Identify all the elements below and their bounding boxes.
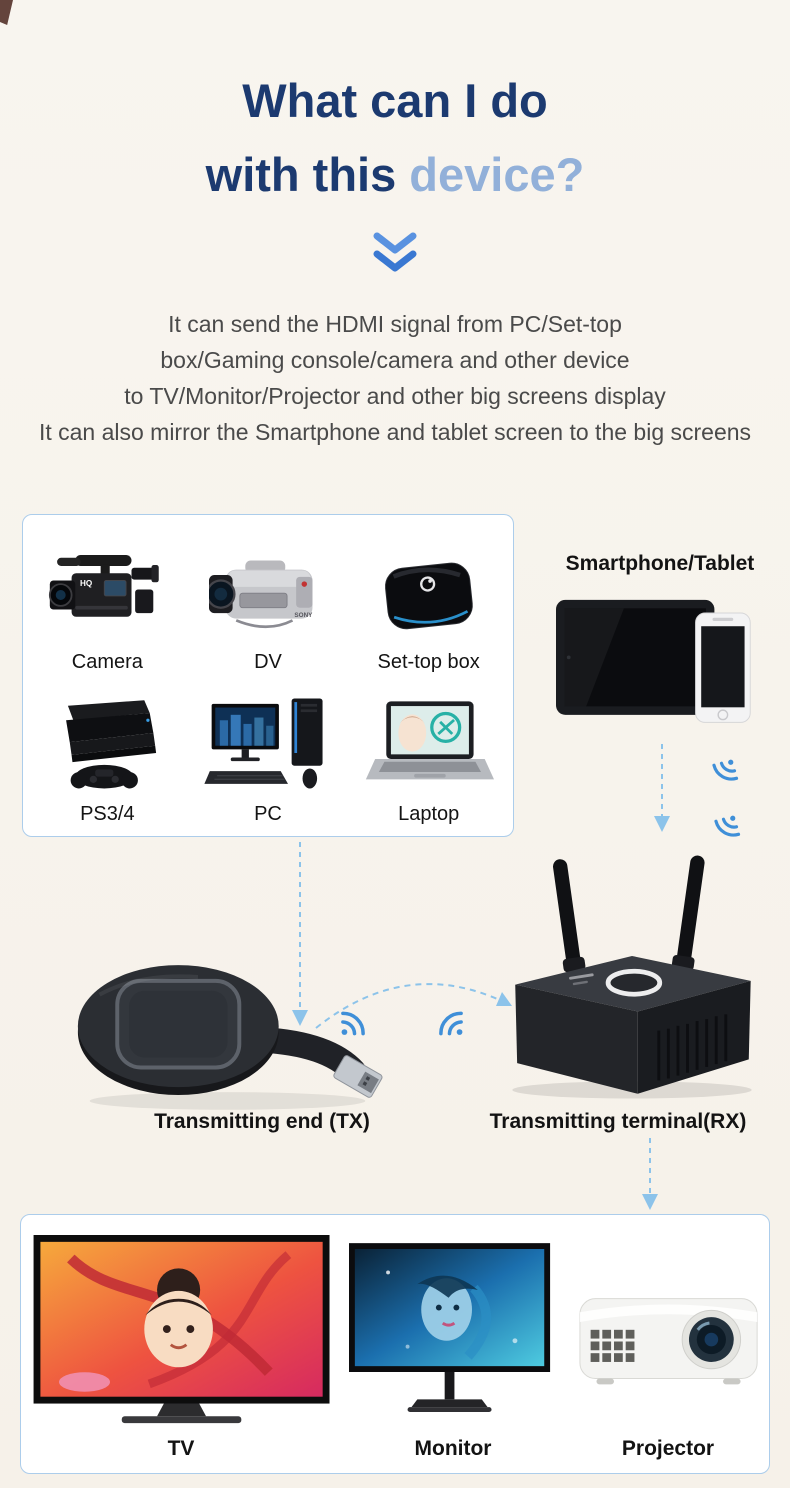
source-item-dv: SONY DV (188, 529, 349, 674)
title-line2-accent: device? (409, 148, 585, 201)
source-item-console: PS3/4 (27, 682, 188, 827)
tx-dongle-icon (70, 955, 385, 1118)
camera-badge: HQ (80, 578, 92, 587)
description-line: It can send the HDMI signal from PC/Set-… (168, 311, 622, 337)
source-item-label: Camera (71, 650, 143, 673)
output-item-label: Monitor (414, 1437, 492, 1460)
title-line-2: with this device? (206, 148, 585, 201)
rx-box-icon (498, 852, 766, 1107)
source-item-label: Laptop (398, 803, 460, 825)
source-item-settop: Set-top box (348, 529, 509, 674)
output-devices-panel: TV Monitor Projector (20, 1214, 770, 1474)
output-item-label: TV (167, 1437, 195, 1460)
rx-label: Transmitting terminal(RX) (489, 1110, 747, 1133)
corner-mark (0, 0, 13, 25)
wifi-icon (419, 992, 485, 1058)
page-title: What can I do with this device? (0, 64, 790, 212)
wifi-icon (319, 992, 385, 1058)
game-console-icon (47, 693, 167, 798)
source-item-label: PC (254, 803, 282, 825)
desktop-pc-icon (204, 693, 332, 798)
projector-icon (577, 1283, 762, 1405)
title-line-1: What can I do (242, 74, 548, 127)
description-line: It can also mirror the Smartphone and ta… (38, 419, 752, 445)
laptop-icon (364, 699, 494, 798)
source-devices-panel: HQ Camera SONY (22, 514, 514, 837)
arrow-tx-to-rx (306, 950, 521, 1055)
tv-icon (31, 1235, 336, 1436)
output-item-label: Projector (621, 1437, 715, 1460)
wifi-icon (699, 797, 756, 856)
monitor-icon (349, 1243, 554, 1424)
set-top-box-icon (373, 549, 485, 646)
source-item-label: PS3/4 (80, 803, 135, 825)
source-item-laptop: Laptop (348, 682, 509, 827)
source-item-label: DV (254, 650, 282, 673)
handheld-camcorder-icon: SONY (206, 549, 327, 646)
pro-camcorder-icon: HQ (48, 549, 166, 646)
arrow-tablet-to-rx (649, 744, 675, 841)
arrow-rx-to-outputs (637, 1138, 663, 1219)
title-line2-prefix: with this (205, 148, 410, 201)
arrow-sources-to-tx (287, 842, 313, 1037)
description-line: to TV/Monitor/Projector and other big sc… (124, 383, 666, 409)
dv-badge: SONY (294, 611, 313, 618)
smartphone-tablet-label: Smartphone/Tablet (565, 552, 755, 575)
tx-label: Transmitting end (TX) (154, 1110, 370, 1133)
double-chevron-down-icon (369, 230, 421, 281)
description-line: box/Gaming console/camera and other devi… (160, 347, 630, 373)
wifi-icon (697, 741, 754, 800)
source-item-label: Set-top box (377, 650, 480, 673)
source-item-pc: PC (188, 682, 349, 827)
description: It can send the HDMI signal from PC/Set-… (0, 306, 790, 450)
tablet-phone-icon (556, 592, 754, 739)
source-item-camera: HQ Camera (27, 529, 188, 674)
